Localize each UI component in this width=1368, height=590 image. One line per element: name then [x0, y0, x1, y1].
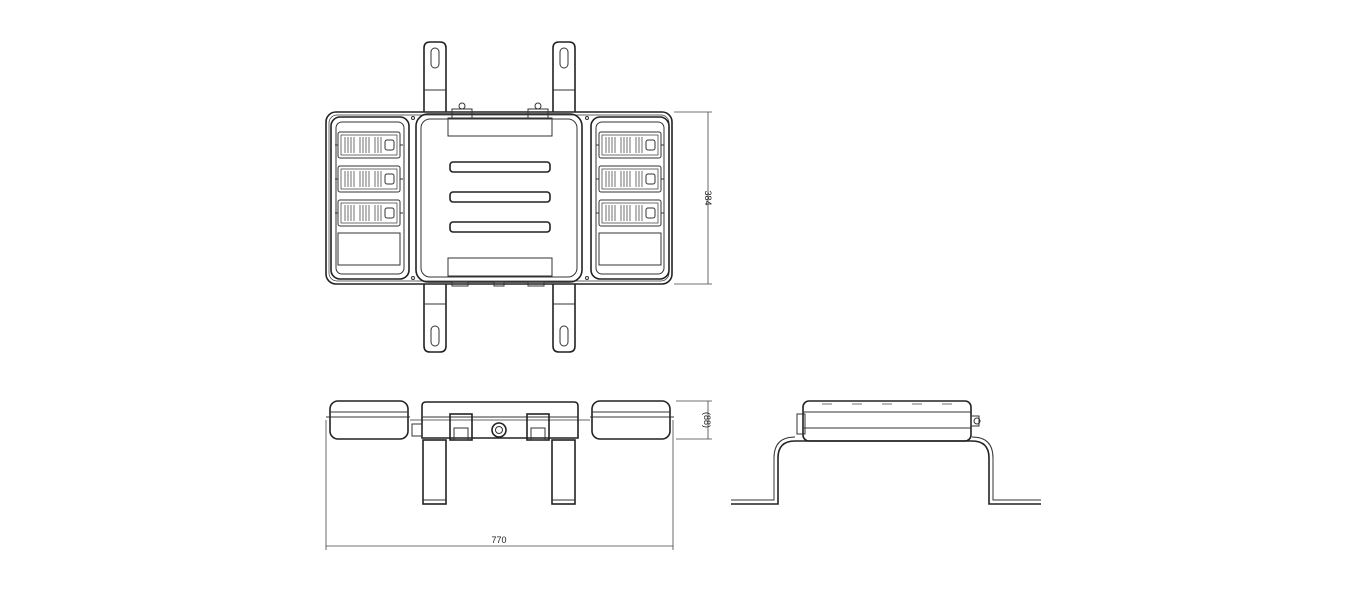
right-led-module — [590, 116, 670, 280]
front-view: (88) 770 — [325, 400, 712, 550]
bottom-bracket-right — [552, 284, 576, 353]
width-label: 770 — [491, 535, 506, 545]
top-bracket-right — [552, 41, 576, 112]
height-dimension: 384 — [674, 111, 713, 285]
side-view — [731, 400, 1041, 505]
depth-label: (88) — [702, 412, 712, 428]
top-bracket-left — [423, 41, 447, 112]
bottom-bracket-left — [423, 284, 447, 353]
height-label: 384 — [703, 190, 713, 205]
left-led-module — [330, 116, 410, 280]
housing-outline — [325, 111, 673, 285]
center-driver-box — [415, 102, 583, 283]
top-view: 384 — [325, 41, 713, 353]
